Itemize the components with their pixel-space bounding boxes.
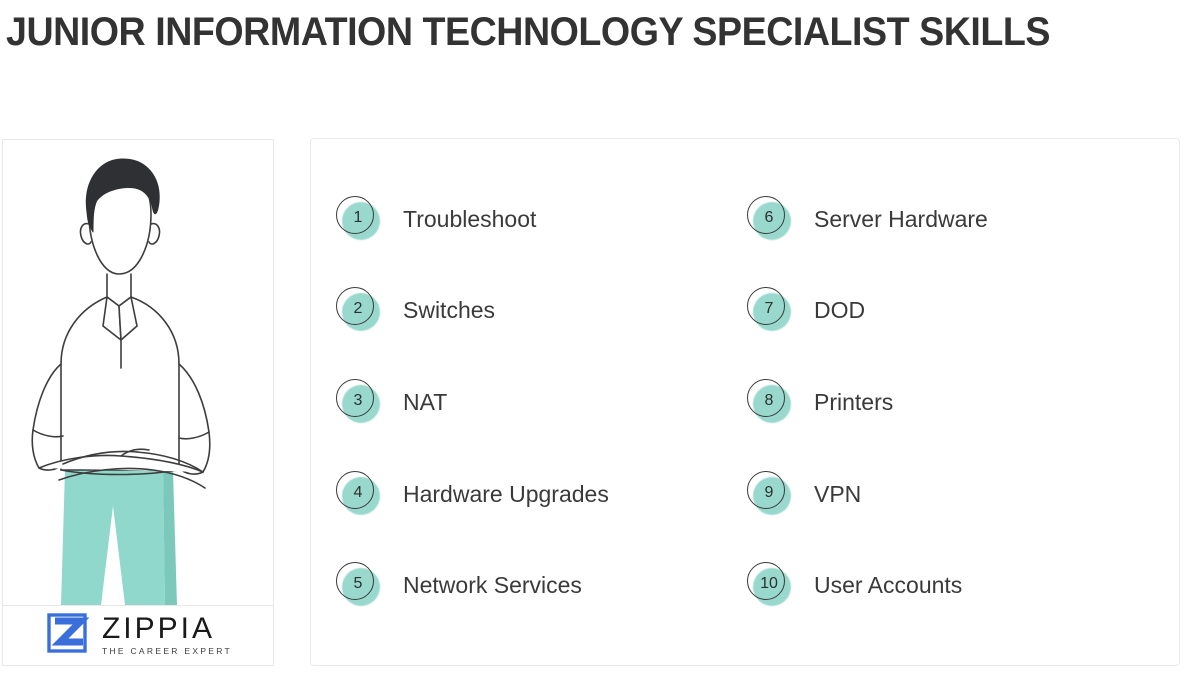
skill-item-5[interactable]: 5 Network Services [335,539,746,631]
skill-number-badge: 3 [335,378,383,426]
skill-number: 5 [353,575,363,593]
zippia-z-mark-icon [44,612,90,659]
skill-number: 2 [353,300,363,318]
skill-number: 6 [764,208,774,226]
skill-number-badge: 8 [746,378,794,426]
page-title: JUNIOR INFORMATION TECHNOLOGY SPECIALIST… [6,10,1050,54]
skill-label: Printers [814,388,894,415]
skill-number-badge: 6 [746,195,794,243]
skill-label: User Accounts [814,572,963,599]
skill-item-4[interactable]: 4 Hardware Upgrades [335,448,746,540]
skills-grid: 1 Troubleshoot 6 Server Hardware [311,139,1179,665]
badge-ring-circle: 6 [747,195,785,234]
skill-label: Server Hardware [814,205,988,232]
skill-item-1[interactable]: 1 Troubleshoot [335,173,746,265]
badge-ring-circle: 10 [747,562,785,601]
skill-number: 10 [760,575,778,593]
skill-number-badge: 7 [746,286,794,334]
skill-number-badge: 1 [335,195,383,243]
zippia-logo[interactable]: ZIPPIA THE CAREER EXPERT [3,606,273,665]
badge-ring-circle: 8 [747,378,785,417]
skill-number-badge: 10 [746,561,794,609]
skill-label: VPN [814,480,862,507]
skill-number: 9 [764,483,774,501]
badge-ring-circle: 5 [336,562,374,601]
skill-item-2[interactable]: 2 Switches [335,265,746,357]
badge-ring-circle: 3 [336,378,374,417]
skill-number-badge: 5 [335,561,383,609]
person-line-art-svg [31,158,211,605]
illustration-panel: ZIPPIA THE CAREER EXPERT [2,139,274,666]
skill-label: Hardware Upgrades [403,480,609,507]
skill-item-10[interactable]: 10 User Accounts [746,539,1157,631]
skill-label: DOD [814,297,866,324]
skill-number-badge: 4 [335,470,383,518]
skill-number: 1 [353,208,363,226]
skill-number: 4 [353,483,363,501]
skill-item-6[interactable]: 6 Server Hardware [746,173,1157,265]
logo-divider [3,605,273,606]
badge-ring-circle: 1 [336,195,374,234]
badge-ring-circle: 2 [336,287,374,326]
zippia-tagline: THE CAREER EXPERT [101,646,233,656]
person-illustration [3,140,273,605]
zippia-logo-text: ZIPPIA THE CAREER EXPERT [102,614,232,657]
badge-ring-circle: 9 [747,470,785,509]
skill-item-8[interactable]: 8 Printers [746,356,1157,448]
skill-number: 3 [353,391,363,409]
skills-card: 1 Troubleshoot 6 Server Hardware [310,138,1180,666]
skill-number: 7 [764,300,774,318]
skill-item-9[interactable]: 9 VPN [746,448,1157,540]
skill-label: Troubleshoot [403,205,537,232]
skill-item-7[interactable]: 7 DOD [746,265,1157,357]
badge-ring-circle: 7 [747,287,785,326]
skill-label: Switches [403,297,496,324]
skill-number-badge: 2 [335,286,383,334]
skill-item-3[interactable]: 3 NAT [335,356,746,448]
skill-label: Network Services [403,572,582,599]
skill-number: 8 [764,391,774,409]
skill-number-badge: 9 [746,470,794,518]
zippia-wordmark: ZIPPIA [101,612,215,645]
badge-ring-circle: 4 [336,470,374,509]
skill-label: NAT [403,388,448,415]
